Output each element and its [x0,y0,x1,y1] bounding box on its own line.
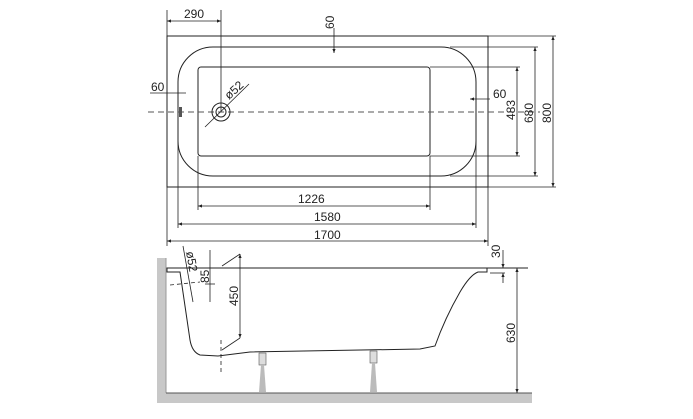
top-view: 290 60 60 ø52 60 483 680 800 1226 1580 [148,7,556,246]
dim-outer-width: 800 [540,103,554,123]
tub-body [166,267,488,357]
dim-floor-width: 483 [504,100,518,120]
dim-inner-length: 1580 [314,210,341,224]
dim-overflow-diameter: ø52 [183,250,200,273]
side-view: ø52 85 450 30 630 [157,244,532,403]
dim-290: 290 [184,7,204,21]
dim-floor-length: 1226 [298,192,325,206]
dim-inner-width: 680 [522,103,536,123]
dim-rim-thickness: 30 [489,244,503,258]
dim-rim-left: 60 [151,80,165,94]
dim-height: 630 [504,323,518,343]
support-legs [258,350,378,392]
overflow-icon [179,107,182,117]
dim-depth: 450 [227,286,241,306]
dim-rim-right: 60 [493,87,507,101]
wall [157,258,166,403]
dim-outer-length: 1700 [314,228,341,242]
floor [157,393,532,403]
dim-overflow-depth: 85 [198,269,212,283]
dim-rim-top: 60 [323,15,337,29]
dim-drain-diameter: ø52 [222,78,247,102]
